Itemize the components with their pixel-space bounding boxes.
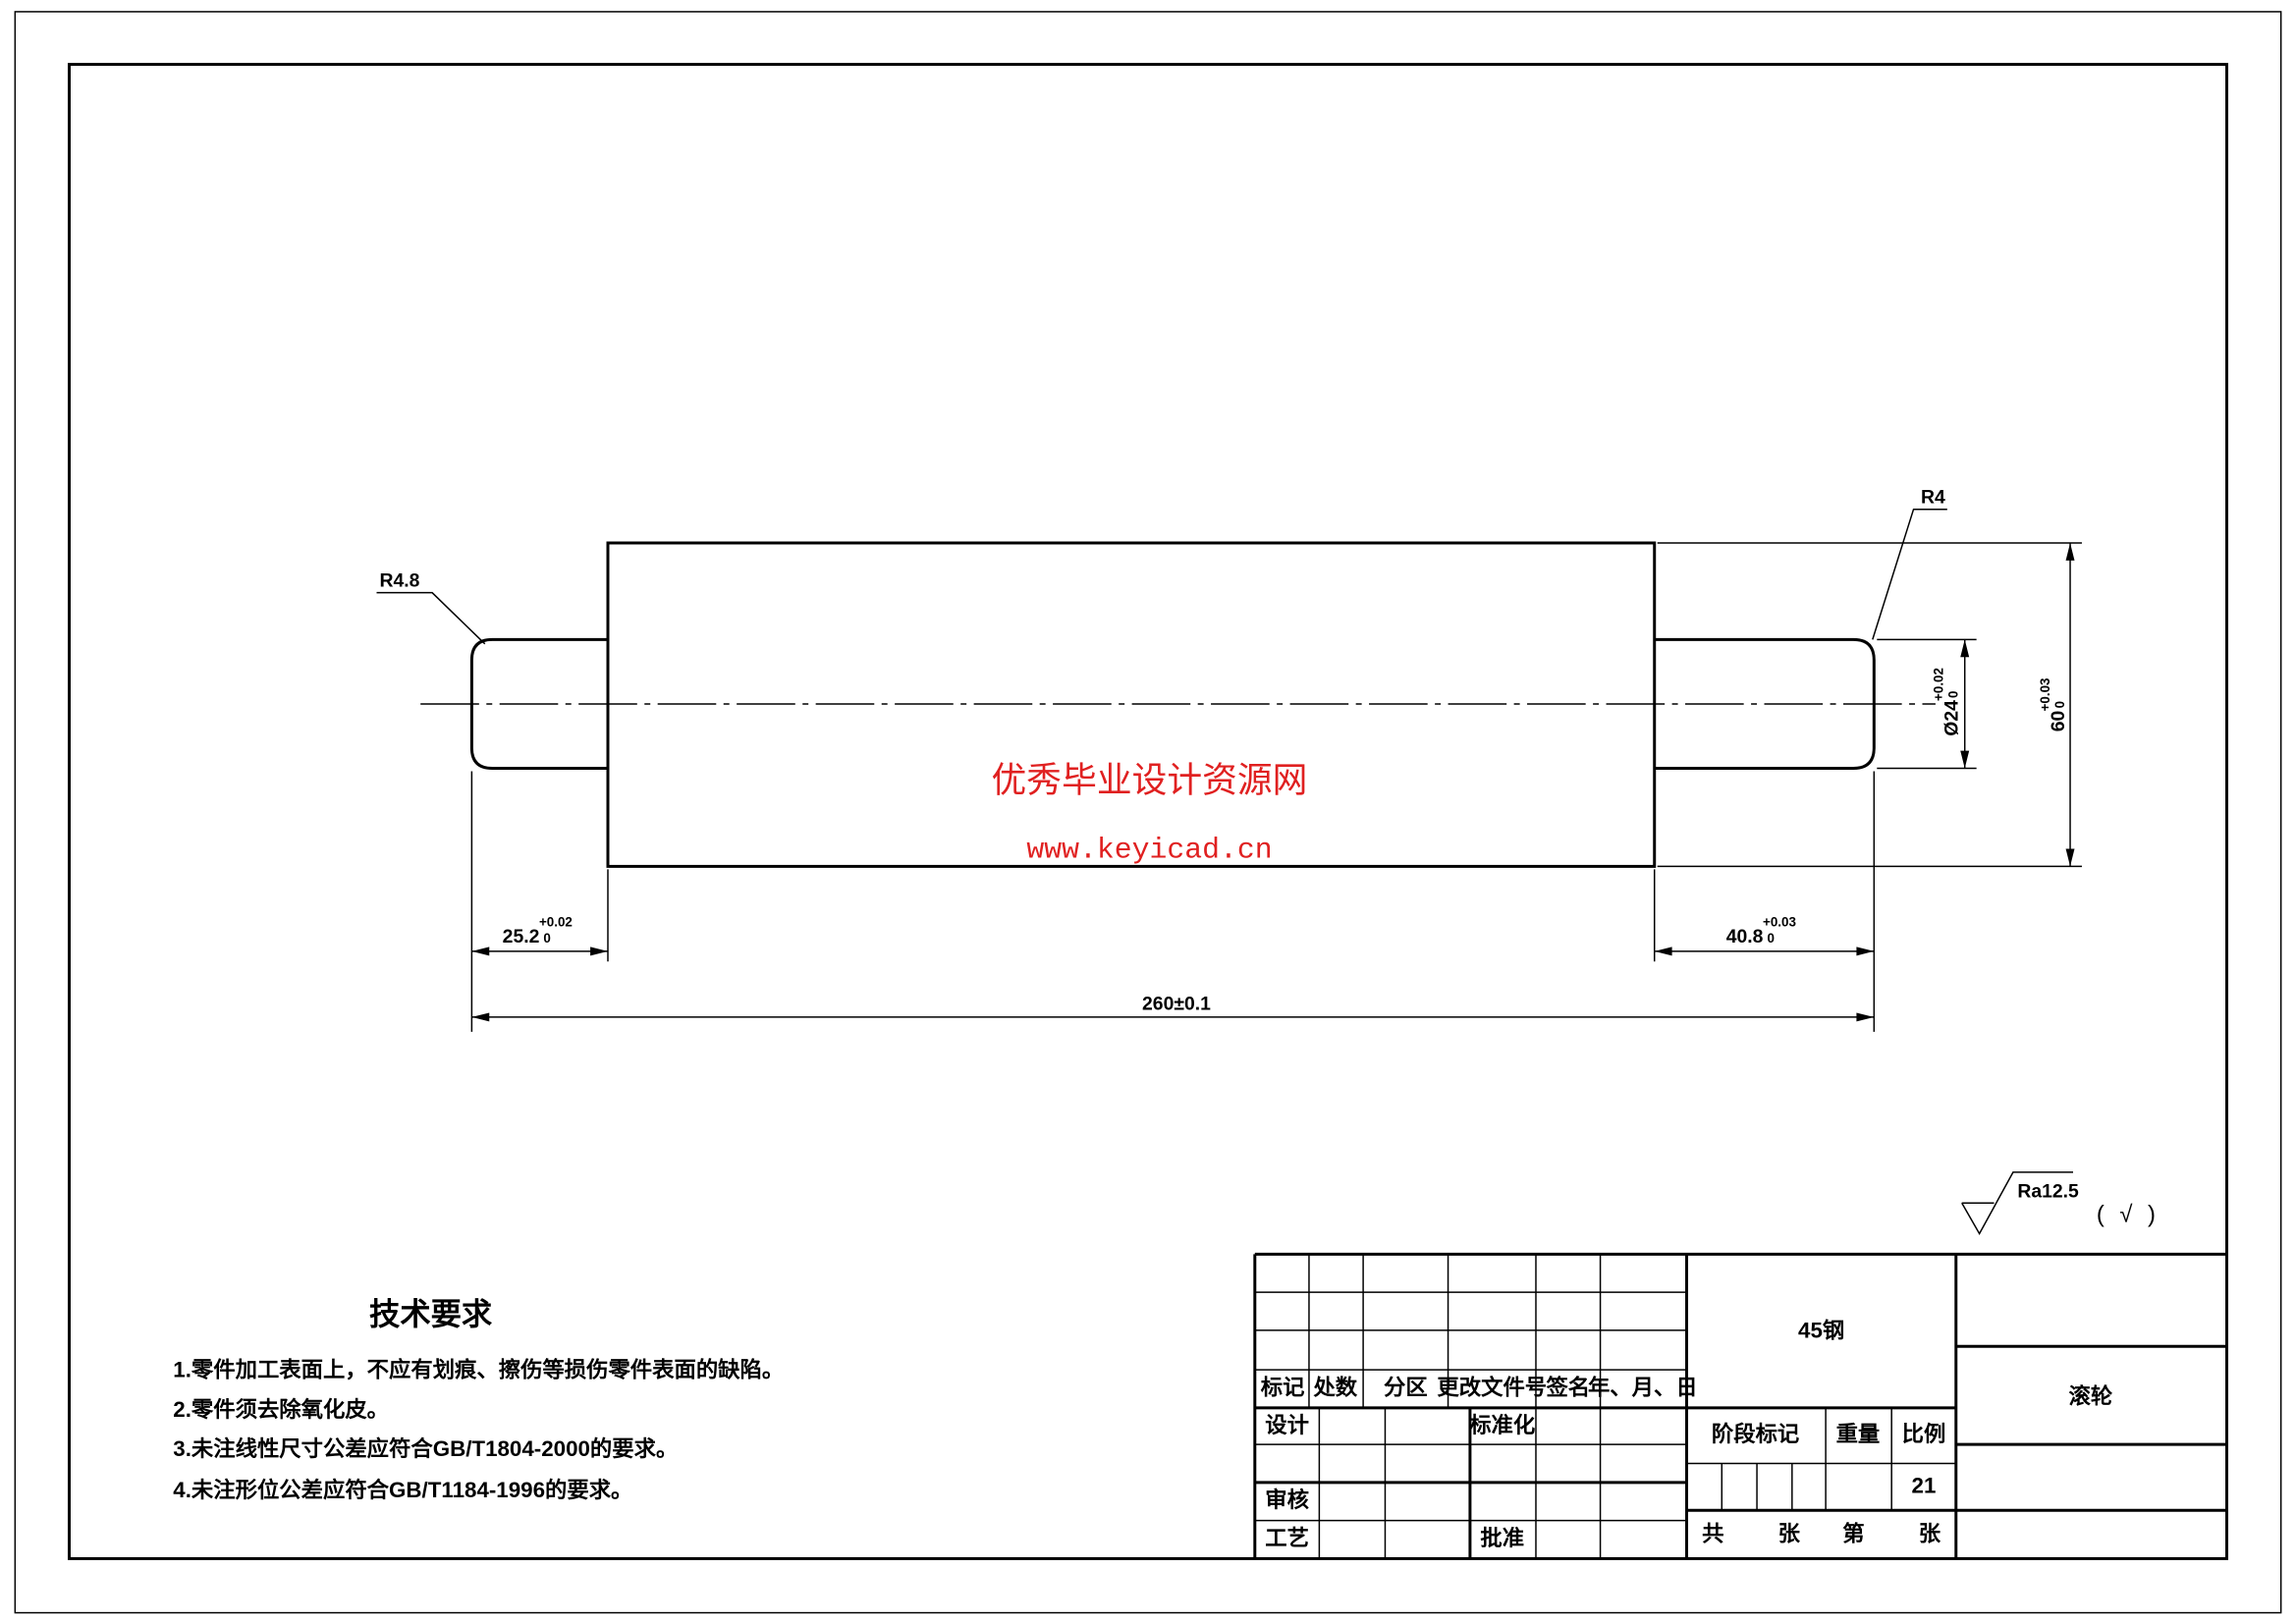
roughness-other: ( √ ) <box>2097 1202 2156 1228</box>
sheet-unit-2: 张 <box>1919 1521 1941 1545</box>
label-stage-mark: 阶段标记 <box>1712 1421 1799 1446</box>
radius-right-callout: R4 <box>1872 487 1947 640</box>
dim-right-upper: +0.03 <box>1763 915 1796 930</box>
radius-left-callout: R4.8 <box>376 570 486 645</box>
surface-roughness-symbol: Ra12.5 ( √ ) <box>1961 1171 2156 1236</box>
dim-left-length: 25.2 +0.02 0 <box>470 771 609 1032</box>
label-design: 设计 <box>1265 1413 1309 1437</box>
tech-req-title: 技术要求 <box>369 1297 493 1331</box>
dim-height-value: 60 <box>2048 711 2069 732</box>
dim-left-value: 25.2 <box>503 926 540 947</box>
part-outline <box>420 541 1936 868</box>
dim-right-length: 40.8 +0.03 0 <box>1653 771 1876 1032</box>
watermark-url: www.keyicad.cn <box>1026 833 1272 866</box>
roughness-value: Ra12.5 <box>2017 1180 2079 1202</box>
dim-height: 60 +0.03 0 <box>1657 542 2082 868</box>
part-name: 滚轮 <box>2069 1382 2113 1408</box>
tech-req-item: 1.零件加工表面上，不应有划痕、擦伤等损伤零件表面的缺陷。 <box>173 1357 784 1382</box>
watermark-title: 优秀毕业设计资源网 <box>992 760 1308 799</box>
dim-diameter-lower: 0 <box>1945 691 1960 698</box>
radius-right-label: R4 <box>1921 487 1945 509</box>
label-review: 审核 <box>1265 1487 1309 1512</box>
header-mark: 标记 <box>1261 1375 1305 1399</box>
dim-diameter: Ø24 +0.02 0 <box>1877 638 1977 770</box>
label-approve: 批准 <box>1480 1526 1524 1550</box>
outer-border <box>14 11 2282 1614</box>
dim-right-lower: 0 <box>1767 931 1774 946</box>
title-block: 标记 处数 分区 更改文件号 签名 年、月、日 设计 标准化 审核 工艺 批准 … <box>1253 1252 2227 1559</box>
scale-value: 21 <box>1912 1473 1937 1497</box>
dim-total-length: 260±0.1 <box>471 993 1875 1022</box>
dim-height-lower: 0 <box>2052 701 2067 708</box>
dim-total-value: 260±0.1 <box>1142 993 1211 1014</box>
radius-left-label: R4.8 <box>379 570 419 592</box>
dim-right-value: 40.8 <box>1726 926 1764 947</box>
header-change-doc: 更改文件号 <box>1437 1374 1547 1399</box>
dim-diameter-value: Ø24 <box>1941 700 1962 736</box>
label-scale: 比例 <box>1902 1422 1946 1446</box>
label-standardize: 标准化 <box>1469 1412 1535 1437</box>
inner-frame <box>67 63 2229 1560</box>
sheet-unit-1: 张 <box>1778 1521 1801 1545</box>
dim-diameter-upper: +0.02 <box>1931 668 1945 701</box>
dim-height-upper: +0.03 <box>2038 677 2052 711</box>
sheet-total-label: 共 <box>1702 1521 1723 1545</box>
material: 45钢 <box>1798 1318 1844 1342</box>
tech-req-item: 4.未注形位公差应符合GB/T1184-1996的要求。 <box>173 1477 632 1502</box>
dim-left-lower: 0 <box>543 931 550 946</box>
label-weight: 重量 <box>1836 1422 1881 1446</box>
dim-left-upper: +0.02 <box>539 915 573 930</box>
header-zone: 分区 <box>1384 1375 1428 1399</box>
tech-req-item: 3.未注线性尺寸公差应符合GB/T1804-2000的要求。 <box>173 1435 678 1461</box>
label-process: 工艺 <box>1265 1526 1309 1550</box>
tech-req-item: 2.零件须去除氧化皮。 <box>173 1396 389 1422</box>
header-count: 处数 <box>1312 1375 1357 1399</box>
header-date: 年、月、日 <box>1588 1374 1698 1399</box>
technical-requirements: 技术要求 1.零件加工表面上，不应有划痕、擦伤等损伤零件表面的缺陷。 2.零件须… <box>173 1297 784 1502</box>
header-signature: 签名 <box>1545 1374 1590 1399</box>
sheet-number-label: 第 <box>1842 1520 1864 1545</box>
